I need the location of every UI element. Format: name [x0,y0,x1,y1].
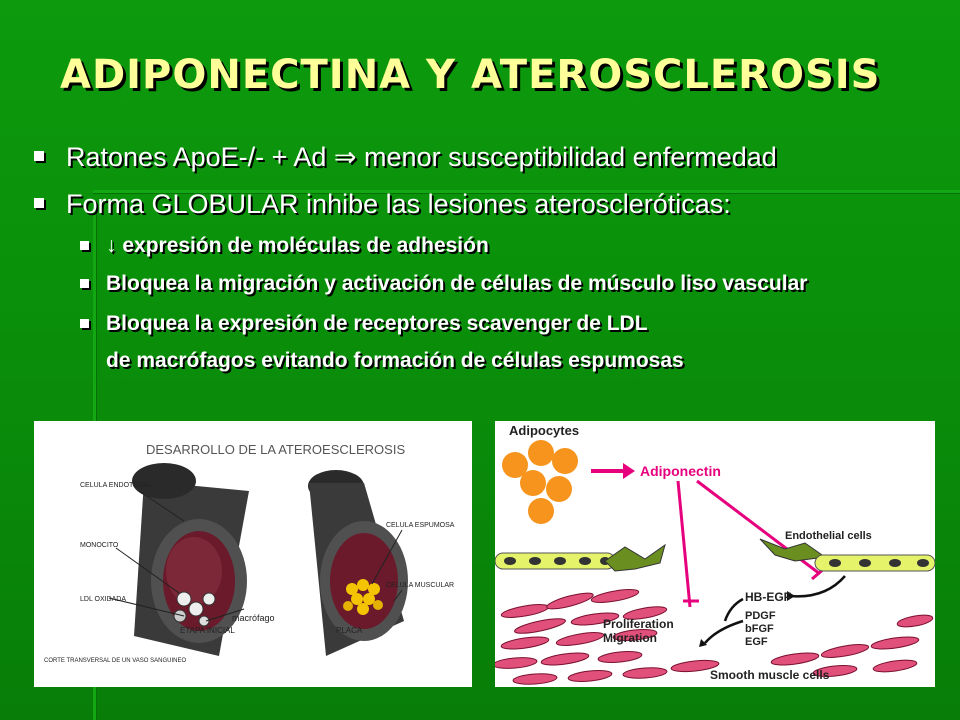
label-early-stage: ETAPA INICIAL [180,626,235,635]
slide-title: ADIPONECTINA Y ATEROSCLEROSIS [60,52,881,98]
bullet-square-icon [80,279,89,288]
arrowhead-icon [787,591,795,601]
label-foam-cell: CELULA ESPUMOSA [386,522,455,529]
sub-bullet-2-text: Bloquea la migración y activación de cél… [106,272,808,295]
label-smooth-muscle-cells: Smooth muscle cells [710,668,830,682]
label-endothelial-cell: CELULA ENDOTELIAL [80,482,152,489]
bullet-square-icon [80,241,89,250]
arrow-to-adiponectin [591,463,635,479]
vessel-plaque-stage [308,470,408,656]
atherosclerosis-illustration: DESARROLLO DE LA ATEROESCLEROSIS [44,442,455,664]
label-macrophage: macrófago [232,613,275,623]
label-adiponectin: Adiponectin [640,463,721,479]
figure-caption: CORTE TRANSVERSAL DE UN VASO SANGUINEO [44,658,186,664]
label-adipocytes: Adipocytes [509,423,579,438]
label-hb-egf: HB-EGF [745,590,791,604]
label-migration: Migration [603,631,657,645]
smooth-muscle-cells [492,589,934,685]
bullet-1-text: Ratones ApoE-/- + Ad ⇒ menor susceptibil… [66,142,777,172]
leader-lines [108,490,403,622]
label-plaque: PLACA [336,626,363,635]
label-proliferation: Proliferation [603,617,674,631]
label-monocyte: MONOCITO [80,542,119,549]
adipocyte-cells [502,440,578,524]
bullet-square-icon [34,151,44,161]
label-egf: EGF [745,636,768,648]
arrowhead-icon [699,639,707,647]
sub-bullet-2: Bloquea la migración y activación de cél… [80,272,808,296]
sub-bullet-3-text: Bloquea la expresión de receptores scave… [106,312,648,335]
bullet-2-text: Forma GLOBULAR inhibe las lesiones atero… [66,189,731,219]
figure-title: DESARROLLO DE LA ATEROESCLEROSIS [146,442,405,457]
label-endothelial-cells: Endothelial cells [785,530,872,542]
adiponectin-diagram: Adipocytes Adiponectin Endothelial cells [492,423,936,685]
label-oxidized-ldl: LDL OXIDADA [80,596,126,603]
label-bfgf: bFGF [745,623,774,635]
sub-bullet-3: Bloquea la expresión de receptores scave… [80,312,648,336]
signaling-arrows [704,575,846,644]
endothelial-cell-layer [494,538,936,572]
sub-bullet-1: ↓ expresión de moléculas de adhesión [80,234,489,258]
label-pdgf: PDGF [745,610,776,622]
decorative-line-horizontal [93,190,960,193]
label-muscle-cell: CELULA MUSCULAR [386,582,454,589]
bullet-square-icon [80,319,89,328]
sub-bullet-1-text: ↓ expresión de moléculas de adhesión [106,234,489,257]
bullet-2: Forma GLOBULAR inhibe las lesiones atero… [34,189,731,220]
bullet-1: Ratones ApoE-/- + Ad ⇒ menor susceptibil… [34,142,777,173]
atherosclerosis-development-figure: DESARROLLO DE LA ATEROESCLEROSIS [34,421,472,687]
vessel-early-stage [132,463,249,656]
adiponectin-mechanism-figure: Adipocytes Adiponectin Endothelial cells [492,421,936,687]
sub-bullet-3-continuation: de macrófagos evitando formación de célu… [106,349,684,372]
bullet-square-icon [34,198,44,208]
